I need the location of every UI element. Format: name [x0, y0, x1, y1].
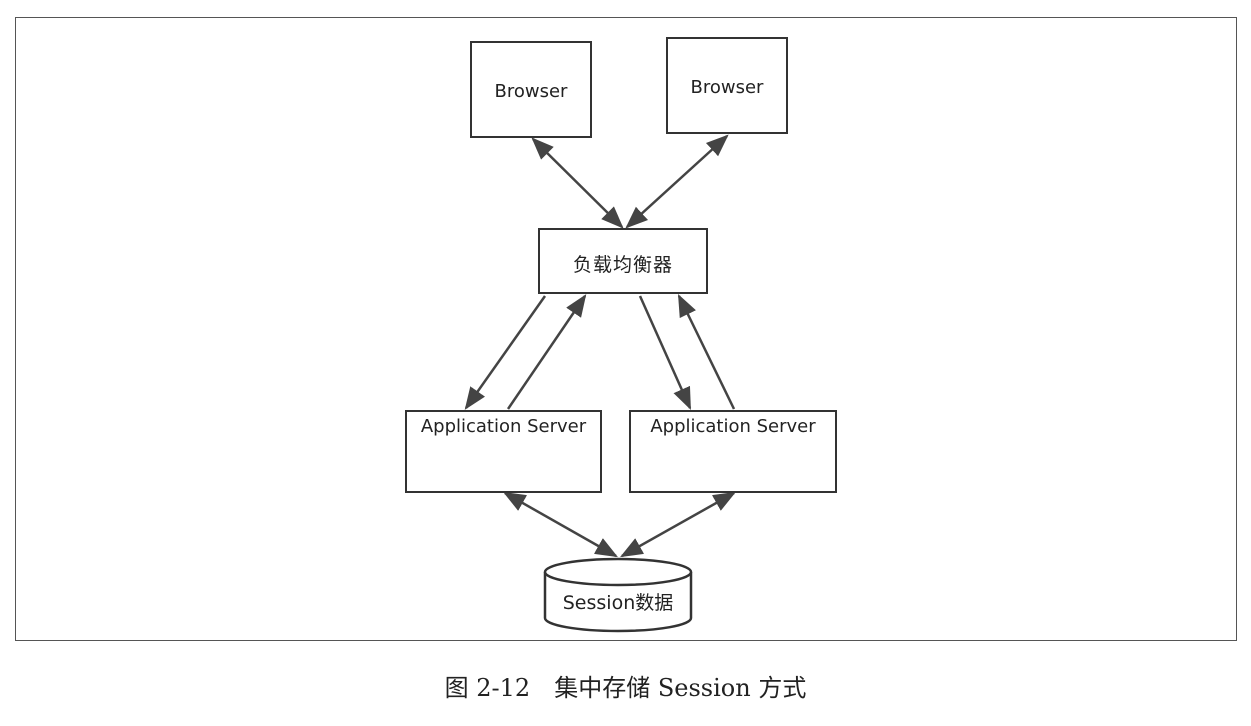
arrow-app-left-session [503, 491, 618, 558]
session-store-label: Session数据 [562, 592, 674, 614]
browser-left-label: Browser [494, 81, 568, 102]
arrow-lb-to-app-right [638, 295, 692, 411]
arrow-app-right-session [620, 491, 736, 558]
browser-right-node: Browser [666, 37, 788, 134]
browser-left-node: Browser [470, 41, 592, 138]
arrow-app-right-to-lb [677, 293, 736, 410]
load-balancer-label: 负载均衡器 [572, 254, 673, 276]
app-server-left-label: Application Server [420, 416, 587, 437]
arrow-browser-right-lb [625, 134, 729, 229]
arrow-lb-to-app-left [464, 295, 547, 410]
app-server-left-node: Application Server [405, 410, 602, 493]
figure-caption: 图 2-12 集中存储 Session 方式 [444, 674, 807, 702]
arrow-browser-left-lb [531, 137, 624, 229]
arrow-app-left-to-lb [506, 294, 587, 410]
app-server-right-label: Application Server [650, 416, 816, 437]
browser-right-label: Browser [690, 77, 764, 98]
app-server-right-node: Application Server [629, 410, 837, 493]
load-balancer-node: 负载均衡器 [538, 228, 708, 294]
session-database-icon [543, 557, 693, 633]
